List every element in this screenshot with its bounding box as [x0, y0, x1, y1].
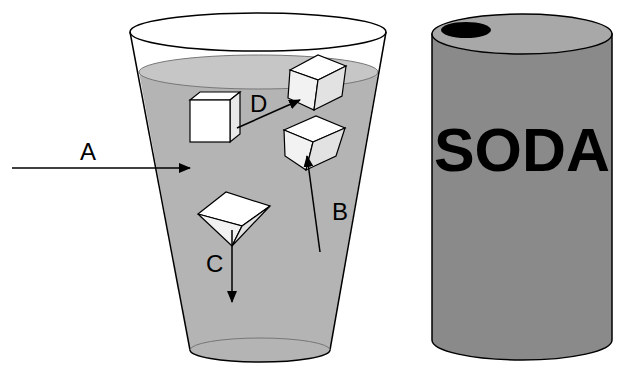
can-outline — [430, 10, 614, 362]
soda-can: SODA — [430, 10, 614, 362]
arrow-letter: D — [250, 92, 267, 116]
arrow-letter: C — [206, 252, 223, 276]
arrow-letter: B — [332, 200, 348, 224]
arrow-letter: A — [80, 140, 96, 164]
can-brand: SODA — [434, 120, 610, 181]
